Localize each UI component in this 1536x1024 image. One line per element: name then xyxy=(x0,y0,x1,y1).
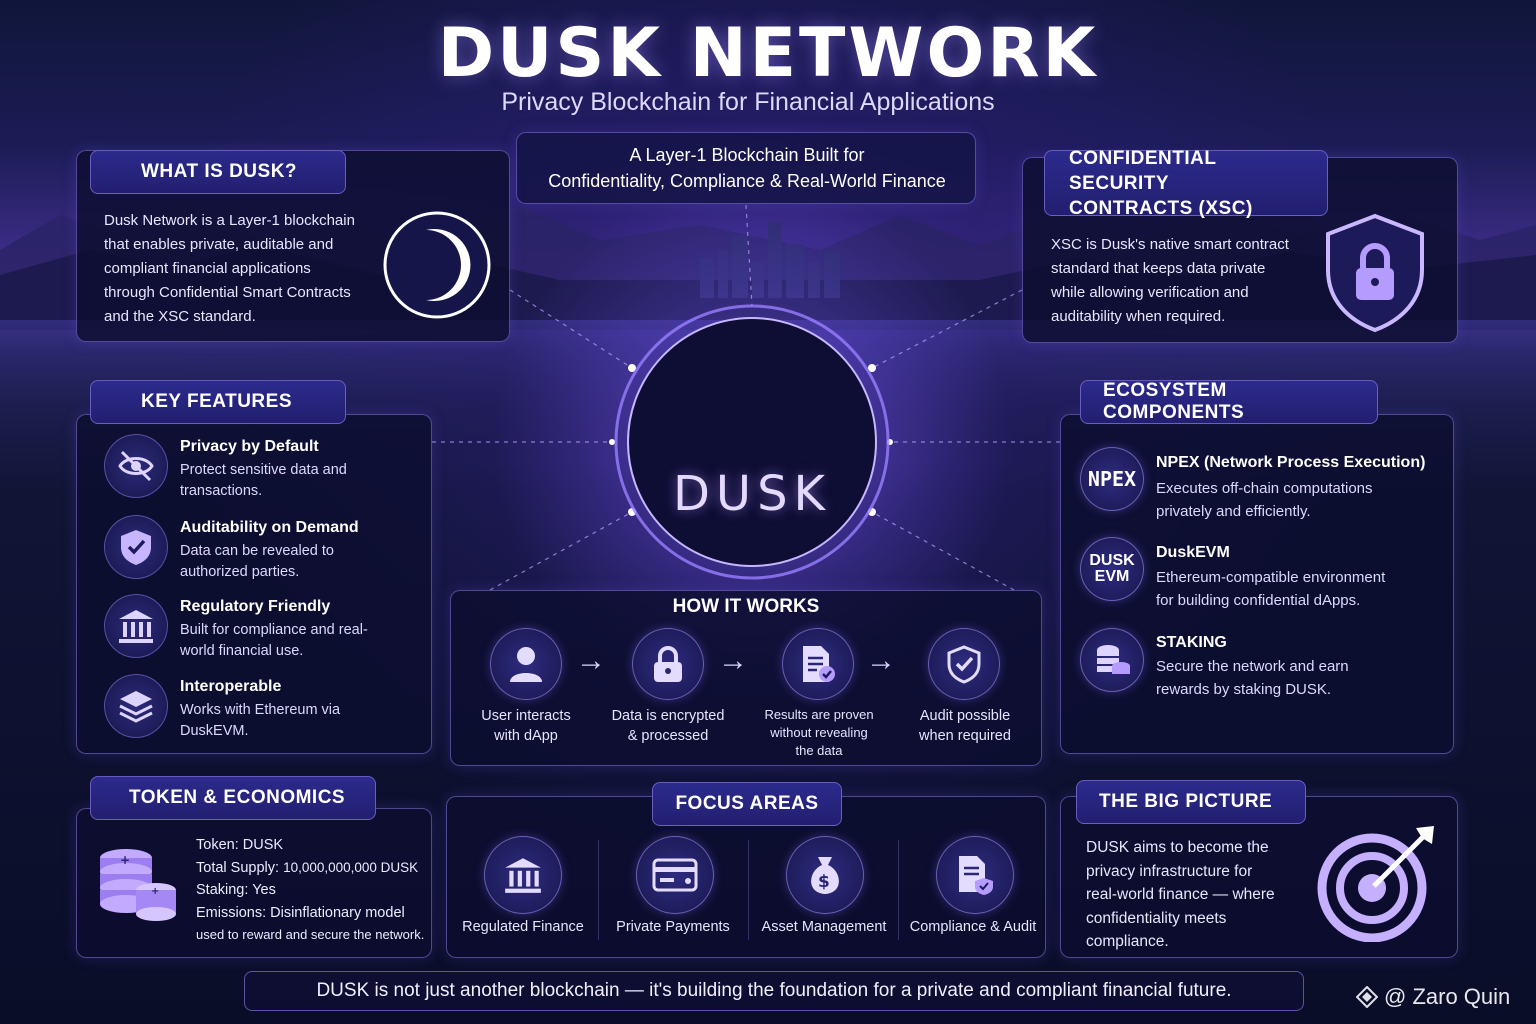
npex-title: NPEX (Network Process Execution) xyxy=(1156,454,1426,471)
duskevm-title: DuskEVM xyxy=(1156,544,1230,561)
center-logo-text: DUSK xyxy=(672,466,832,522)
xsc-heading: CONFIDENTIAL SECURITY CONTRACTS (XSC) xyxy=(1044,148,1328,219)
focus-divider-1 xyxy=(598,840,599,940)
what-is-heading: WHAT IS DUSK? xyxy=(90,150,346,194)
npex-badge: NPEX xyxy=(1080,447,1144,511)
step-caption-1: User interacts with dApp xyxy=(481,708,571,744)
step-caption-3: Results are proven without revealing the… xyxy=(764,707,874,758)
focus-document-shield-icon xyxy=(936,836,1014,914)
tagline-line2: Confidentiality, Compliance & Real-World… xyxy=(548,171,946,191)
focus-card-icon xyxy=(636,836,714,914)
step-caption-2: Data is encrypted & processed xyxy=(611,708,725,744)
staking-title: STAKING xyxy=(1156,634,1227,651)
svg-text:+: + xyxy=(151,886,159,897)
shield-check-icon xyxy=(104,515,168,579)
network-lines xyxy=(432,204,1060,591)
duskevm-desc: Ethereum-compatible environment for buil… xyxy=(1156,569,1386,609)
staking-desc: Secure the network and earn rewards by s… xyxy=(1156,658,1349,698)
token-heading: TOKEN & ECONOMICS xyxy=(90,776,376,820)
dusk-logo-icon xyxy=(383,211,491,319)
page-subtitle: Privacy Blockchain for Financial Applica… xyxy=(501,88,995,116)
crescent-moon-icon xyxy=(1426,44,1465,89)
step-arrow-1: → xyxy=(576,644,606,677)
step-user-icon xyxy=(490,628,562,700)
watermark: @ Zaro Quin xyxy=(1356,984,1510,1010)
npex-desc: Executes off-chain computations privatel… xyxy=(1156,480,1373,520)
coins-icon xyxy=(1080,628,1144,692)
layers-icon xyxy=(104,674,168,738)
xsc-text: XSC is Dusk's native smart contract stan… xyxy=(1051,236,1289,325)
eye-slash-icon xyxy=(104,434,168,498)
duskevm-badge: DUSK EVM xyxy=(1080,537,1144,601)
step-lock-icon xyxy=(632,628,704,700)
svg-text:$: $ xyxy=(818,872,830,892)
footer-banner: DUSK is not just another blockchain — it… xyxy=(244,971,1304,1011)
step-arrow-3: → xyxy=(866,644,896,677)
step-arrow-2: → xyxy=(718,644,748,677)
center-dusk-logo xyxy=(614,304,890,580)
focus-money-bag-icon: $ xyxy=(786,836,864,914)
page-title: DUSK NETWORK xyxy=(437,14,1099,93)
step-shield-check-icon xyxy=(928,628,1000,700)
focus-label-4: Compliance & Audit xyxy=(909,919,1037,935)
step-caption-4: Audit possible when required xyxy=(919,708,1011,744)
focus-label-1: Regulated Finance xyxy=(462,919,584,935)
svg-text:+: + xyxy=(120,853,130,867)
focus-label-2: Private Payments xyxy=(616,919,730,935)
coin-stack-icon: + + xyxy=(100,849,176,921)
bank-icon xyxy=(104,594,168,658)
shield-lock-icon xyxy=(1326,213,1424,333)
tagline-line1: A Layer-1 Blockchain Built for xyxy=(629,145,865,165)
focus-heading: FOCUS AREAS xyxy=(652,782,842,826)
what-is-text: Dusk Network is a Layer-1 blockchain tha… xyxy=(104,212,355,325)
big-picture-heading: THE BIG PICTURE xyxy=(1076,780,1306,824)
ecosystem-heading: ECOSYSTEM COMPONENTS xyxy=(1080,380,1378,424)
diamond-logo-icon xyxy=(1356,986,1378,1008)
how-it-works-heading: HOW IT WORKS xyxy=(672,596,820,617)
focus-label-3: Asset Management xyxy=(761,919,887,935)
focus-bank-icon xyxy=(484,836,562,914)
focus-divider-2 xyxy=(748,840,749,940)
key-features-heading: KEY FEATURES xyxy=(90,380,346,424)
step-document-check-icon xyxy=(782,628,854,700)
token-details: Token: DUSK Total Supply: 10,000,000,000… xyxy=(196,837,425,942)
target-icon xyxy=(1317,826,1434,942)
big-picture-text: DUSK aims to become the privacy infrastr… xyxy=(1086,839,1275,950)
focus-divider-3 xyxy=(898,840,899,940)
tagline-panel: A Layer-1 Blockchain Built for Confident… xyxy=(516,132,976,204)
